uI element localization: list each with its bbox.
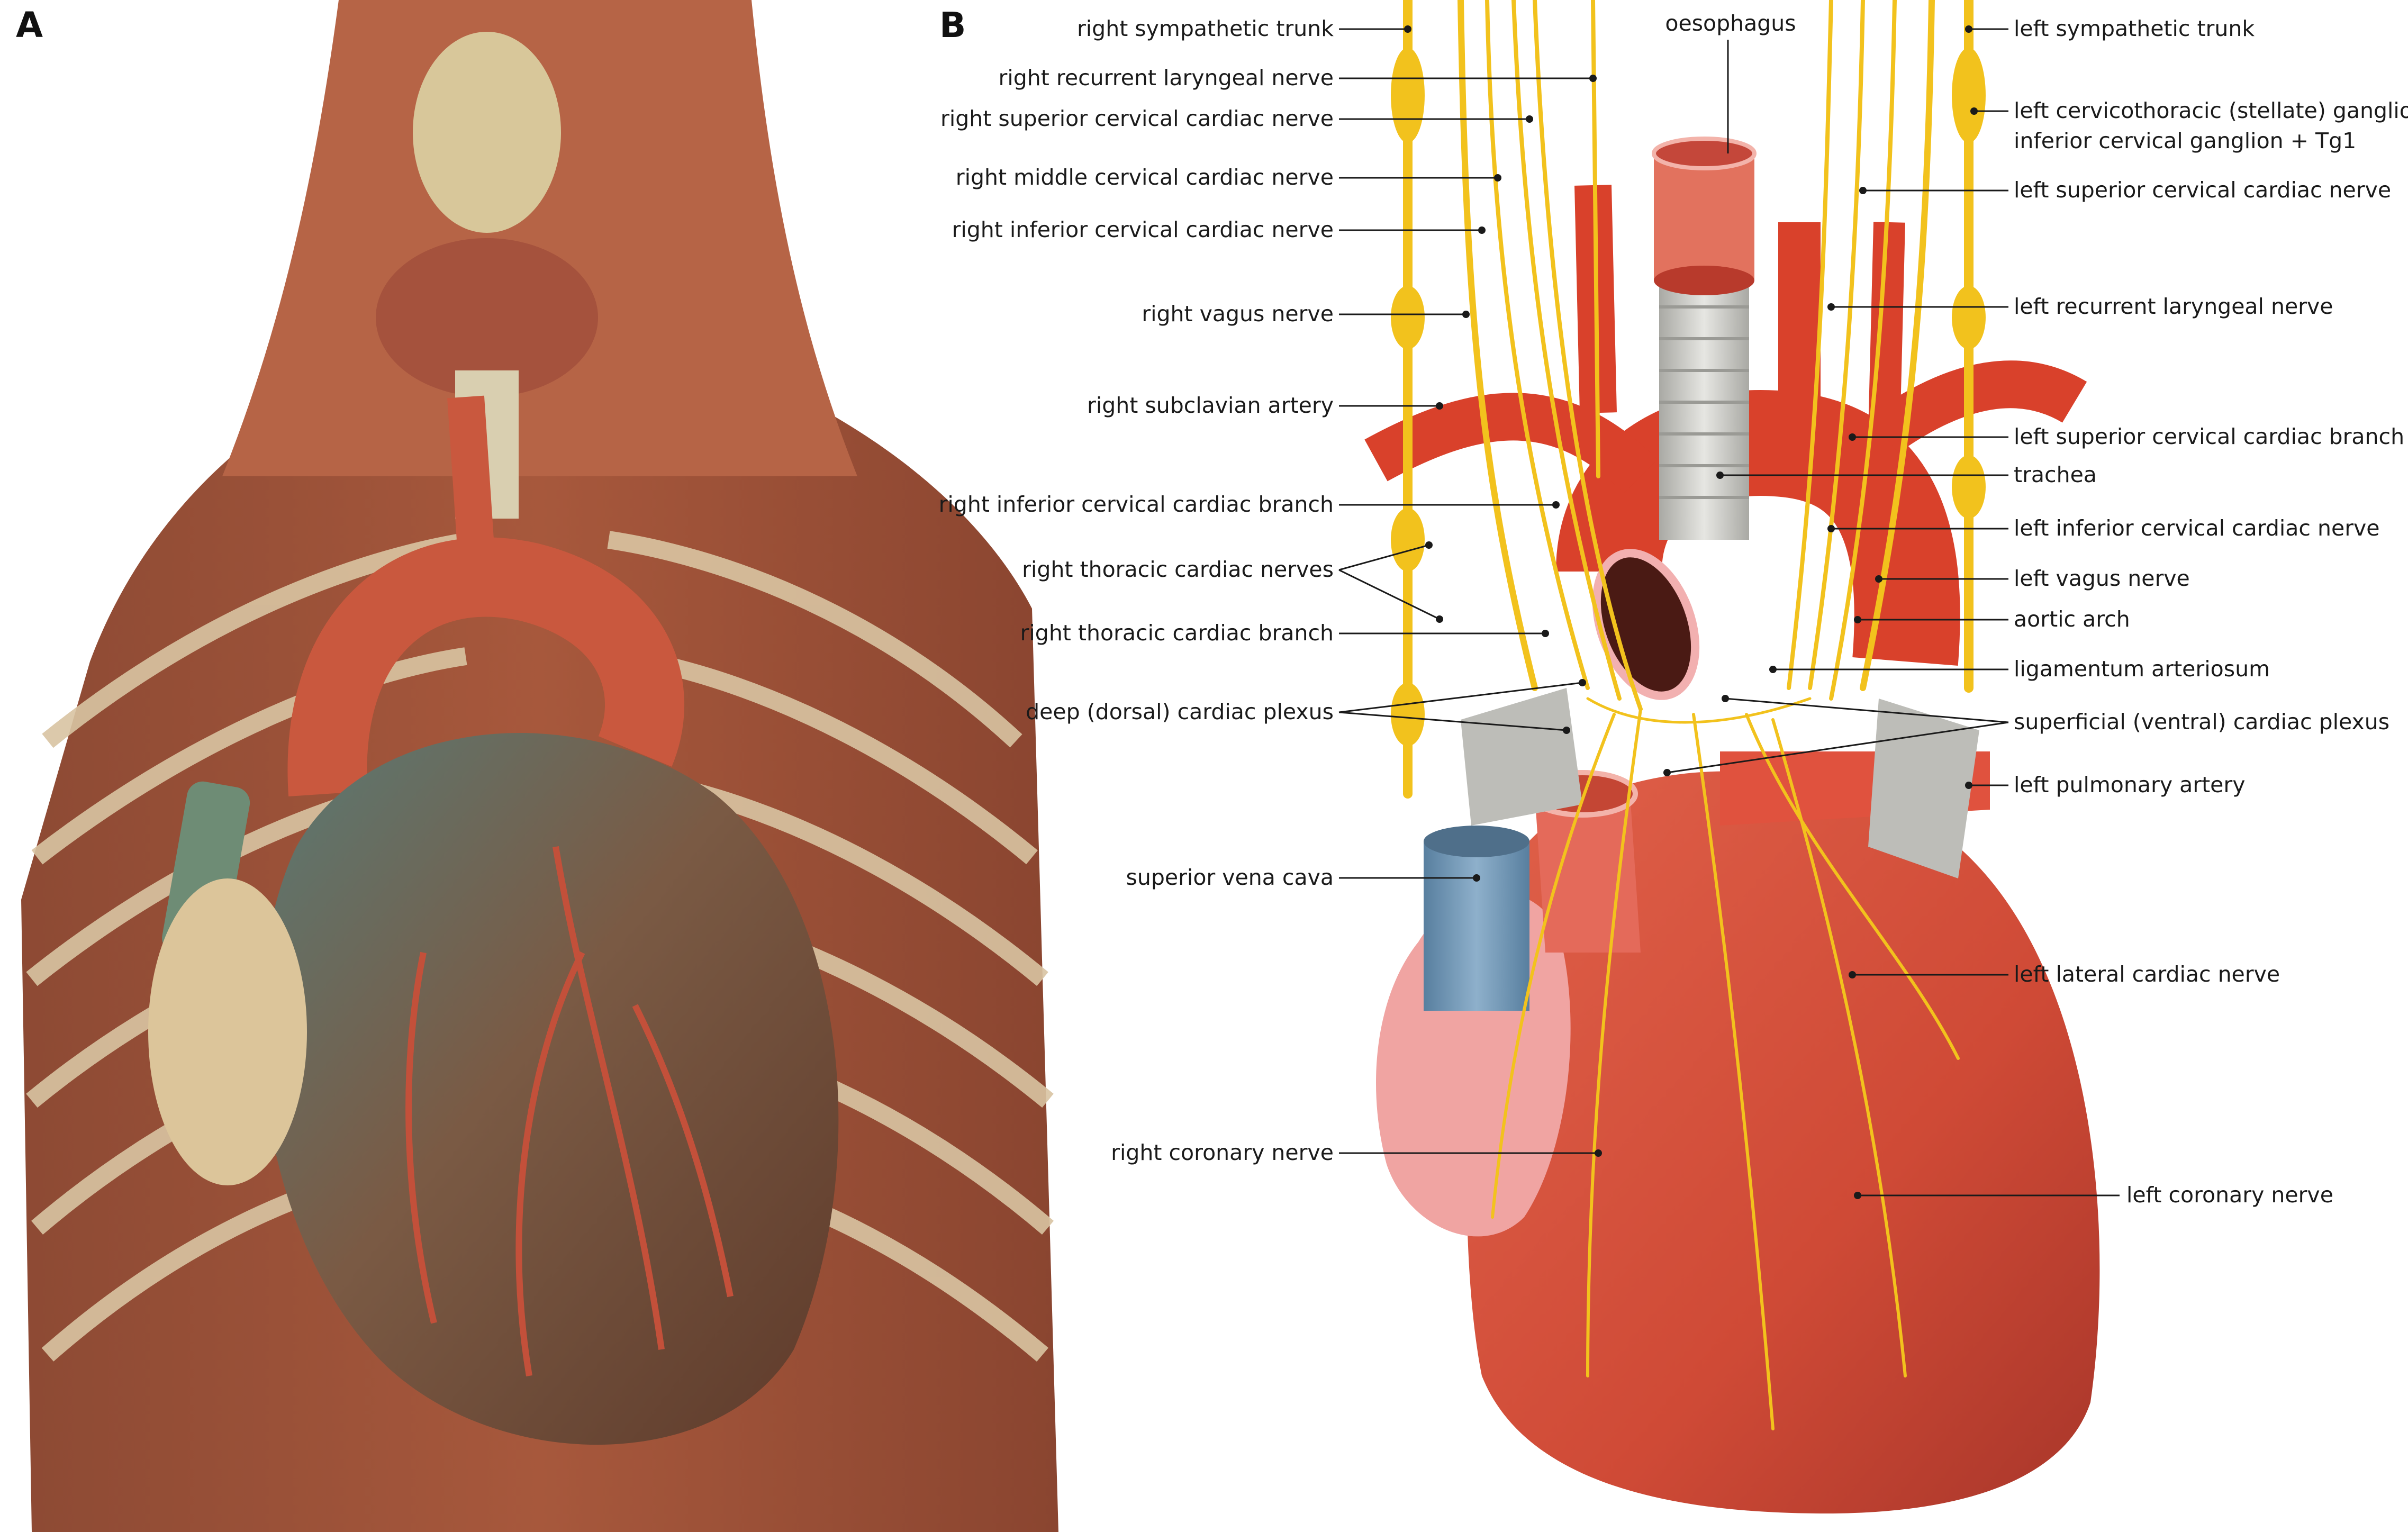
heart-a [261,733,839,1445]
label-oesophagus: oesophagus [1665,11,1796,36]
coronary-vessels-a [405,846,734,1376]
label-right-thoracic-cardiac-nerves: right thoracic cardiac nerves [1022,557,1334,582]
right-pulmonary-artery-b [1461,688,1582,826]
label-left-stellate-ganglion-line2: inferior cervical ganglion + Tg1 [2014,128,2356,153]
left-bronchus-b [1868,699,1979,878]
label-left-pulmonary-artery: left pulmonary artery [2014,772,2246,797]
superior-vena-cava-b [1424,841,1529,1011]
trachea-b [1659,275,1749,540]
panel-letter-b: B [939,5,966,46]
aorta-a [287,537,684,796]
label-left-superior-cervical-cardiac-nerve: left superior cervical cardiac nerve [2014,177,2391,203]
label-superficial-ventral-cardiac-plexus: superficial (ventral) cardiac plexus [2014,709,2389,735]
label-right-thoracic-cardiac-branch: right thoracic cardiac branch [1020,620,1334,646]
label-right-recurrent-laryngeal-nerve: right recurrent laryngeal nerve [999,65,1334,90]
aortic-arch-b [1556,390,1960,666]
panel-a-photo [0,0,1064,1532]
label-left-lateral-cardiac-nerve: left lateral cardiac nerve [2014,962,2280,987]
label-right-vagus-nerve: right vagus nerve [1142,301,1334,327]
atrium-a [148,878,307,1185]
label-left-stellate-ganglion-line1: left cervicothoracic (stellate) ganglion… [2014,98,2408,123]
label-left-sympathetic-trunk: left sympathetic trunk [2014,16,2255,41]
label-ligamentum-arteriosum: ligamentum arteriosum [2014,656,2270,682]
label-right-inferior-cervical-cardiac-nerve: right inferior cervical cardiac nerve [952,217,1334,242]
panel-b-illustration [1364,0,2100,1513]
label-right-inferior-cervical-cardiac-branch: right inferior cervical cardiac branch [939,492,1334,517]
label-left-vagus-nerve: left vagus nerve [2014,566,2190,591]
label-right-middle-cervical-cardiac-nerve: right middle cervical cardiac nerve [956,165,1334,190]
label-superior-vena-cava: superior vena cava [1126,865,1334,890]
larynx [413,32,561,233]
label-left-superior-cervical-cardiac-branch: left superior cervical cardiac branch [2014,424,2404,449]
labels-left: right sympathetic trunk right recurrent … [939,16,1602,1165]
oesophagus-b [1654,153,1754,280]
label-aortic-arch: aortic arch [2014,606,2130,632]
ganglia-b [1391,48,1986,746]
heart-b [1466,771,2100,1513]
thyroid [376,238,598,397]
label-right-subclavian-artery: right subclavian artery [1087,393,1334,418]
label-deep-dorsal-cardiac-plexus: deep (dorsal) cardiac plexus [1026,699,1334,724]
left-subclavian-artery-b [1870,360,2087,454]
label-right-sympathetic-trunk: right sympathetic trunk [1077,16,1334,41]
labels-right: left sympathetic trunk left cervicothora… [1663,16,2408,1208]
neck [222,0,857,476]
right-subclavian-artery-b [1364,393,1658,494]
label-left-recurrent-laryngeal-nerve: left recurrent laryngeal nerve [2014,294,2333,319]
label-right-superior-cervical-cardiac-nerve: right superior cervical cardiac nerve [940,106,1334,131]
label-right-coronary-nerve: right coronary nerve [1111,1140,1334,1165]
label-trachea: trachea [2014,462,2097,487]
label-left-inferior-cervical-cardiac-nerve: left inferior cervical cardiac nerve [2014,515,2380,541]
carotid-a [447,395,495,557]
label-left-coronary-nerve: left coronary nerve [2126,1182,2333,1208]
panel-letter-a: A [16,5,43,46]
